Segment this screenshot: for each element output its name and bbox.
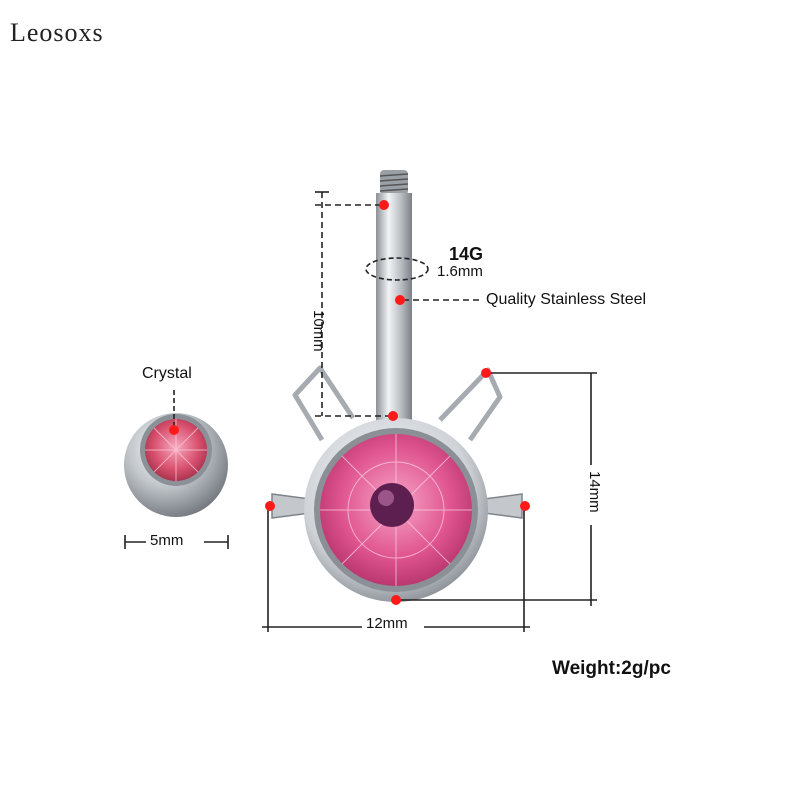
- dimension-lines: [124, 191, 597, 632]
- crystal-label: Crystal: [142, 365, 192, 382]
- barbell-shaft: [376, 193, 412, 433]
- ruler-marker-icon: [169, 200, 530, 605]
- bar-diameter-label: 1.6mm: [437, 263, 483, 280]
- material-label: Quality Stainless Steel: [486, 291, 647, 308]
- ball-size-label: 5mm: [150, 532, 184, 549]
- weight-label: Weight:2g/pc: [552, 658, 671, 679]
- gauge-label: 14G: [449, 244, 484, 264]
- cat-ears: [292, 365, 503, 442]
- width-label: 12mm: [366, 615, 408, 632]
- height-label: 14mm: [586, 471, 603, 513]
- brand-name: Leosoxs: [10, 18, 104, 47]
- thread-tip: [379, 170, 409, 195]
- bar-length-label: 10mm: [310, 310, 327, 352]
